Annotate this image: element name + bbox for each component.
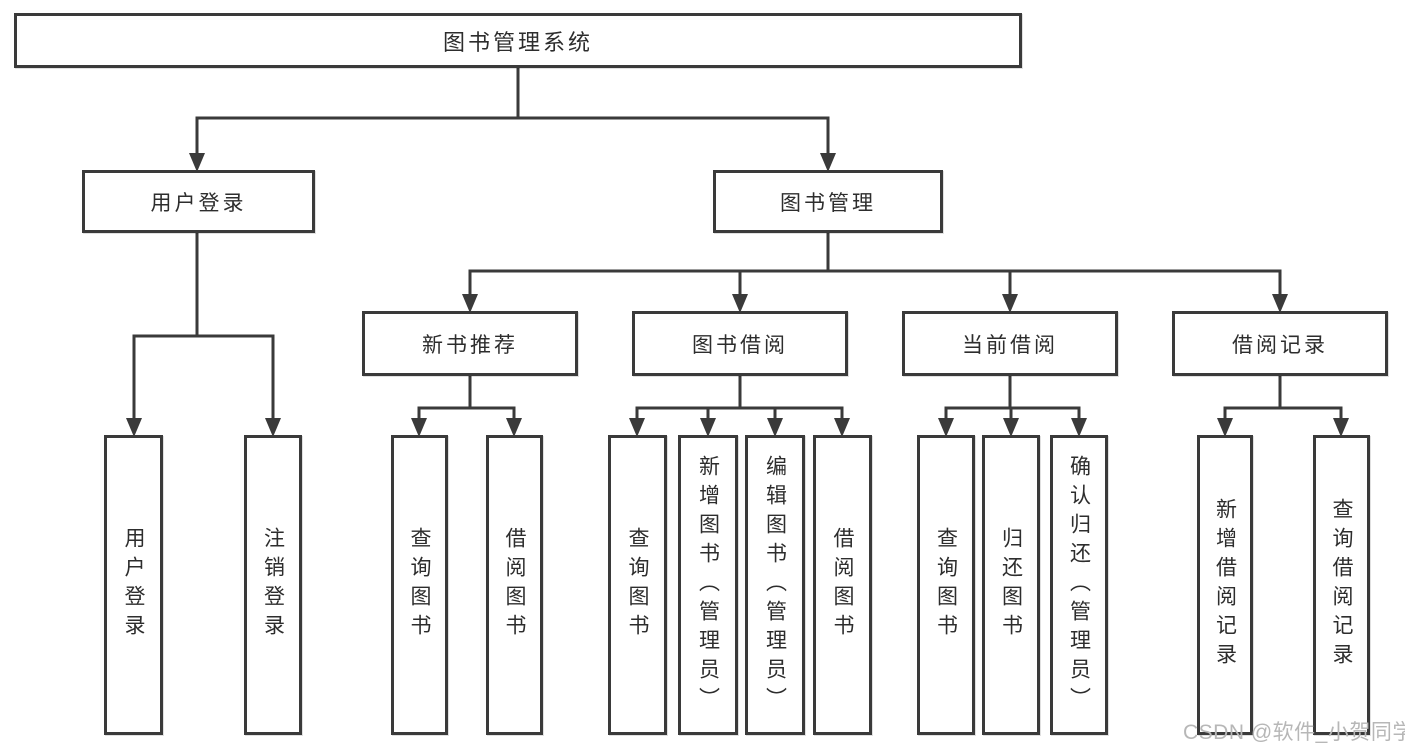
arrowhead-icon [732, 294, 748, 313]
leaf-borrow-book-2: 借阅图书 [813, 435, 872, 735]
arrowhead-icon [265, 418, 281, 437]
leaf-edit-book-admin: 编辑图书（管理员） [745, 435, 805, 735]
leaf-label: 新增借阅记录 [1213, 498, 1237, 672]
leaf-query-book-3: 查询图书 [917, 435, 975, 735]
connector-current-borrow-children [944, 376, 1081, 420]
arrowhead-icon [1003, 418, 1019, 437]
leaf-add-borrow-record: 新增借阅记录 [1197, 435, 1253, 735]
arrowhead-icon [820, 153, 836, 172]
leaf-label: 注销登录 [261, 527, 285, 643]
csdn-watermark: CSDN @软件_小贺同学 [1183, 721, 1405, 744]
node-user-login-branch: 用户登录 [82, 170, 315, 233]
leaf-add-book-admin: 新增图书（管理员） [678, 435, 738, 735]
connector-book-borrow-children [635, 376, 844, 420]
leaf-label: 借阅图书 [831, 527, 854, 643]
arrowhead-icon [629, 418, 645, 437]
arrowhead-icon [1002, 294, 1018, 313]
leaf-label: 查询图书 [408, 527, 431, 643]
node-label: 图书借阅 [692, 333, 788, 357]
leaf-confirm-return-admin: 确认归还（管理员） [1050, 435, 1108, 735]
node-borrow-record: 借阅记录 [1172, 311, 1388, 376]
connector-book-management-children [468, 233, 1282, 296]
arrowhead-icon [126, 418, 142, 437]
leaf-query-borrow-record: 查询借阅记录 [1313, 435, 1370, 735]
leaf-label: 确认归还（管理员） [1067, 454, 1091, 716]
node-current-borrow: 当前借阅 [902, 311, 1118, 376]
connector-root-to-branches [195, 68, 830, 156]
arrowhead-icon [462, 294, 478, 313]
arrowhead-icon [1217, 418, 1233, 437]
arrowhead-icon [1272, 294, 1288, 313]
arrowhead-icon [506, 418, 522, 437]
arrowhead-icon [411, 418, 427, 437]
node-root: 图书管理系统 [14, 13, 1022, 68]
node-label: 当前借阅 [962, 333, 1058, 357]
node-book-borrow: 图书借阅 [632, 311, 848, 376]
arrowhead-icon [767, 418, 783, 437]
leaf-label: 查询图书 [626, 527, 649, 643]
leaf-label: 查询借阅记录 [1330, 498, 1353, 672]
node-root-label: 图书管理系统 [442, 29, 593, 55]
connector-borrow-record-children [1223, 376, 1343, 420]
arrowhead-icon [938, 418, 954, 437]
arrowhead-icon [189, 153, 205, 172]
leaf-query-book-2: 查询图书 [608, 435, 667, 735]
leaf-borrow-book-1: 借阅图书 [486, 435, 543, 735]
connector-new-book-children [417, 376, 516, 420]
node-label: 图书管理 [780, 191, 876, 215]
leaf-return-book: 归还图书 [982, 435, 1040, 735]
arrowhead-icon [834, 418, 850, 437]
leaf-label: 新增图书（管理员） [696, 454, 720, 716]
leaf-user-login: 用户登录 [104, 435, 163, 735]
connector-user-login-children [132, 233, 275, 420]
leaf-label: 借阅图书 [503, 527, 526, 643]
node-new-book-recommend: 新书推荐 [362, 311, 578, 376]
arrowhead-icon [1333, 418, 1349, 437]
leaf-label: 用户登录 [122, 527, 145, 643]
leaf-label: 查询图书 [934, 527, 958, 643]
node-book-management-branch: 图书管理 [713, 170, 943, 233]
node-label: 用户登录 [150, 191, 247, 215]
leaf-query-book-1: 查询图书 [391, 435, 448, 735]
node-label: 借阅记录 [1232, 333, 1328, 357]
leaf-logout: 注销登录 [244, 435, 302, 735]
leaf-label: 归还图书 [999, 527, 1023, 643]
node-label: 新书推荐 [422, 333, 518, 357]
arrowhead-icon [700, 418, 716, 437]
leaf-label: 编辑图书（管理员） [763, 454, 787, 716]
arrowhead-icon [1071, 418, 1087, 437]
